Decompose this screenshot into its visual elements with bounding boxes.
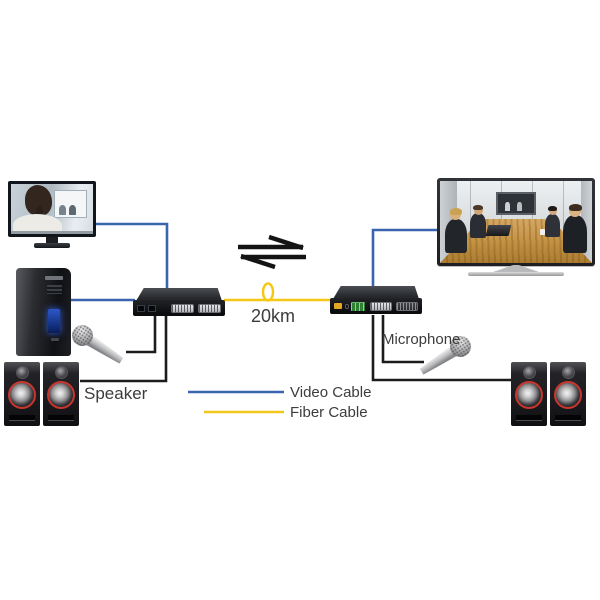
dvi-port-icon	[198, 303, 221, 313]
dvi-port-icon	[171, 303, 194, 313]
user-shirt	[12, 214, 62, 234]
person-body	[444, 218, 467, 253]
port-icon	[148, 304, 156, 312]
bass-port	[48, 415, 74, 421]
stereo-speakers-left	[4, 362, 79, 426]
speaker-cabinet	[550, 362, 586, 426]
transmitter-front-panel	[133, 300, 225, 316]
bass-port	[9, 415, 35, 421]
fiber-port-icon	[334, 303, 342, 309]
tweeter-icon	[561, 366, 575, 379]
person-body	[470, 212, 487, 238]
distance-label: 20km	[251, 306, 296, 326]
legend-fiber-label: Fiber Cable	[290, 404, 368, 421]
speaker-cabinet	[43, 362, 79, 426]
audio-cable-receiver-to-mic-right	[381, 315, 424, 364]
desk-edge	[11, 230, 93, 234]
tv-screen	[440, 181, 592, 263]
fiber-loop-icon	[261, 282, 275, 302]
fiber-extender-transmitter	[133, 288, 225, 318]
port-icon	[137, 304, 145, 312]
microphone-label: Microphone	[382, 331, 461, 348]
laptop-icon	[485, 225, 512, 237]
person-figure	[545, 206, 561, 238]
dvi-port-icon	[396, 301, 419, 311]
person-figure	[444, 207, 467, 253]
person-head	[548, 207, 557, 216]
receiver-top-face	[333, 286, 419, 299]
stereo-speakers-right	[511, 362, 586, 426]
legend-video-label: Video Cable	[290, 384, 372, 401]
dvi-port-icon	[370, 301, 393, 311]
terminal-block-icon	[351, 301, 366, 311]
audio-jack-icon	[344, 303, 350, 309]
tweeter-icon	[522, 366, 536, 379]
receiver-front-panel	[330, 298, 422, 314]
audio-cable-transmitter-to-mic-left	[126, 316, 157, 354]
person-body	[563, 215, 588, 253]
woofer-icon	[47, 381, 75, 409]
cup-icon	[539, 228, 545, 235]
monitor-frame	[8, 181, 96, 237]
wall-display	[496, 191, 536, 215]
tweeter-icon	[54, 366, 68, 379]
person-figure	[563, 203, 588, 253]
tv-frame	[437, 178, 595, 266]
person-head	[473, 205, 483, 215]
person-figure	[470, 204, 487, 238]
video-call-window	[54, 190, 88, 218]
blue-led-panel	[47, 309, 60, 334]
computer-tower	[16, 268, 71, 356]
conference-tv	[437, 178, 595, 278]
woofer-icon	[554, 381, 582, 409]
bass-port	[555, 415, 581, 421]
speaker-cabinet	[4, 362, 40, 426]
speaker-label: Speaker	[84, 384, 148, 403]
transmitter-top-face	[136, 288, 222, 301]
person-body	[545, 213, 561, 238]
video-cable-monitor-to-transmitter	[95, 222, 169, 289]
person-hair	[548, 206, 558, 212]
remote-person-figure	[517, 201, 523, 211]
fiber-extender-receiver	[330, 286, 422, 316]
tv-stand-neck	[493, 265, 539, 272]
tv-stand-base	[468, 272, 564, 276]
speaker-cabinet	[511, 362, 547, 426]
pc-monitor	[8, 181, 96, 248]
monitor-stand-neck	[46, 237, 58, 243]
monitor-stand-base	[34, 243, 70, 248]
audio-cable-transmitter-to-speaker-left	[80, 316, 168, 383]
video-cable-receiver-to-tv	[371, 228, 438, 287]
remote-person-figure	[505, 201, 511, 211]
woofer-icon	[8, 381, 36, 409]
power-button-icon	[51, 338, 60, 342]
audio-cable-receiver-to-speaker-right	[371, 315, 513, 382]
monitor-screen	[11, 184, 93, 234]
remote-person-figure	[69, 205, 77, 215]
arrow-left-barb	[240, 253, 276, 270]
front-vent	[46, 284, 63, 295]
remote-person-figure	[59, 205, 67, 215]
person-hair	[473, 204, 484, 210]
optical-drive-slot	[44, 275, 64, 281]
bass-port	[516, 415, 542, 421]
person-hair	[449, 207, 462, 215]
tweeter-icon	[15, 366, 29, 379]
person-hair	[568, 203, 582, 211]
arrow-right-barb	[268, 234, 304, 251]
woofer-icon	[515, 381, 543, 409]
room-window-frame-right	[581, 181, 592, 263]
bidirectional-arrows-icon	[238, 234, 306, 270]
